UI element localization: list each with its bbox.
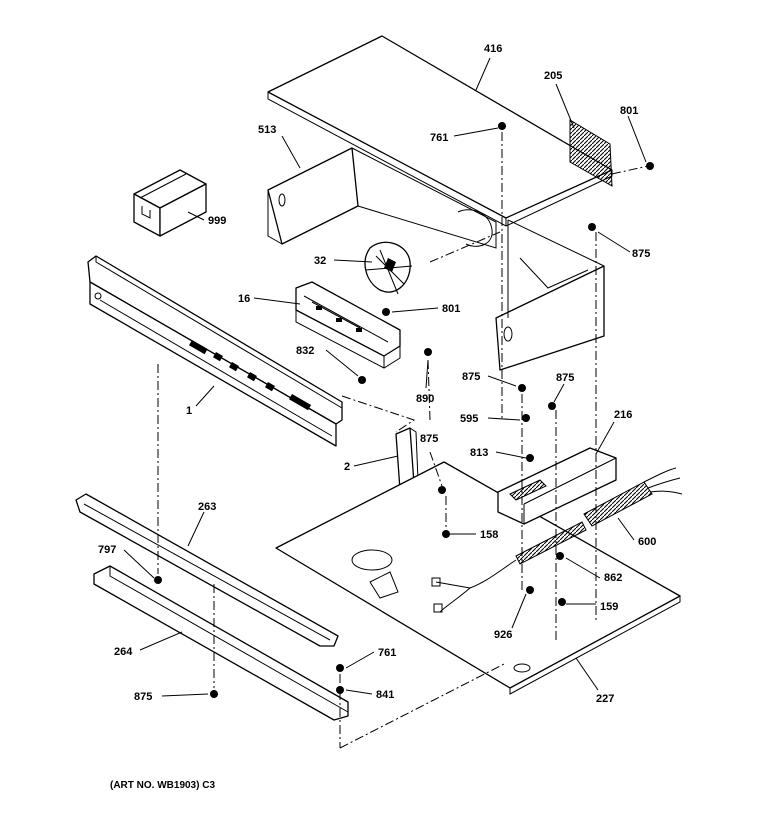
vent-grille-part xyxy=(569,119,613,187)
label-227: 227 xyxy=(596,693,614,705)
label-761: 761 xyxy=(378,647,396,659)
screws xyxy=(154,122,654,698)
art-number: (ART NO. WB1903) C3 xyxy=(110,780,215,791)
label-926: 926 xyxy=(494,629,512,641)
label-263: 263 xyxy=(198,501,216,513)
label-216: 216 xyxy=(614,409,632,421)
label-801: 801 xyxy=(442,303,460,315)
label-875: 875 xyxy=(420,433,438,445)
leader-lines xyxy=(123,57,647,697)
label-761: 761 xyxy=(430,132,448,144)
label-801: 801 xyxy=(620,105,638,117)
label-1: 1 xyxy=(186,405,192,417)
label-264: 264 xyxy=(114,646,133,658)
motor-part xyxy=(364,241,413,295)
label-205: 205 xyxy=(544,70,562,82)
label-841: 841 xyxy=(376,689,394,701)
label-158: 158 xyxy=(480,529,498,541)
label-16: 16 xyxy=(238,293,250,305)
label-513: 513 xyxy=(258,124,276,136)
terminal-bracket-part xyxy=(497,447,617,525)
wire-harness-part xyxy=(431,521,587,613)
label-813: 813 xyxy=(470,447,488,459)
part-labels: 416 205 801 761 513 999 875 32 16 801 83… xyxy=(98,43,656,705)
control-board-part xyxy=(295,281,401,369)
label-32: 32 xyxy=(314,255,326,267)
label-890: 890 xyxy=(416,393,434,405)
label-416: 416 xyxy=(484,43,502,55)
trim-strip-part xyxy=(75,493,339,647)
conduit-part xyxy=(583,467,683,527)
label-595: 595 xyxy=(460,413,478,425)
label-600: 600 xyxy=(638,536,656,548)
label-797: 797 xyxy=(98,544,116,556)
label-875: 875 xyxy=(556,372,574,384)
label-999: 999 xyxy=(208,215,226,227)
label-875: 875 xyxy=(632,248,650,260)
label-159: 159 xyxy=(600,601,618,613)
support-rail-part xyxy=(93,565,349,721)
left-side-panel-part xyxy=(267,147,497,249)
label-862: 862 xyxy=(604,572,622,584)
right-side-panel-part xyxy=(495,219,605,371)
label-832: 832 xyxy=(296,345,314,357)
assembly-lines xyxy=(157,132,649,749)
label-875: 875 xyxy=(462,371,480,383)
label-2: 2 xyxy=(344,461,350,473)
label-875: 875 xyxy=(134,691,152,703)
bottom-pan-part xyxy=(275,461,681,695)
manual-box-part xyxy=(133,169,207,237)
control-panel-part xyxy=(87,255,343,447)
